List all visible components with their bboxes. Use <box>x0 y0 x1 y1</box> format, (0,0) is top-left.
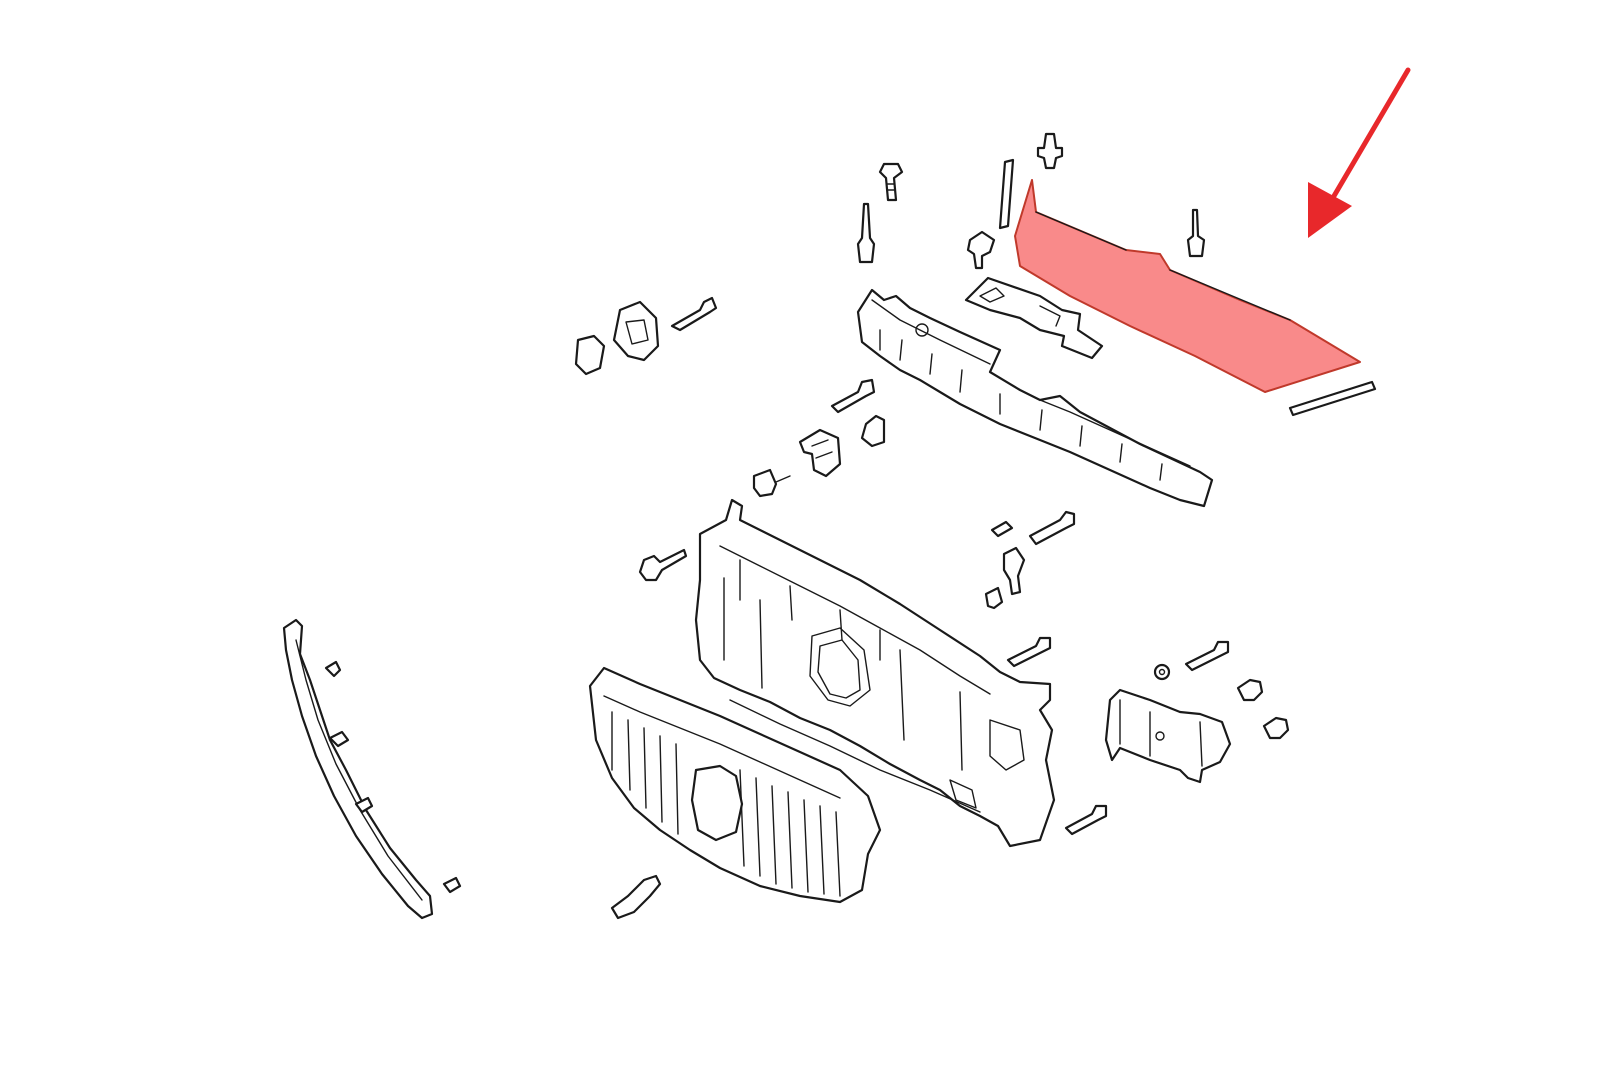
side-deflector-bracket <box>1104 688 1232 784</box>
center-bracket <box>798 428 842 478</box>
small-bracket <box>860 414 886 448</box>
clip-icon <box>984 586 1004 610</box>
lower-seal-strip <box>1288 380 1377 417</box>
radiator-support-frame <box>694 498 1056 848</box>
small-bracket <box>1002 546 1026 596</box>
clip-icon <box>990 520 1014 538</box>
clip-icon <box>752 468 791 498</box>
sensor-cover <box>574 300 660 376</box>
grille-molding <box>282 618 462 920</box>
clip-icon <box>610 874 662 920</box>
bolt-icon <box>1028 510 1076 546</box>
bolt-icon <box>856 202 876 264</box>
mounting-plate <box>964 276 1104 360</box>
bolt-icon <box>670 296 718 332</box>
side-seal-strip <box>998 158 1015 230</box>
red-arrow-icon <box>1308 67 1411 238</box>
upper-radiator-brace <box>856 288 1214 508</box>
bolt-icon <box>638 548 688 582</box>
washer-icon <box>1153 663 1171 681</box>
bolt-icon <box>1036 132 1064 170</box>
bolt-icon <box>1064 804 1108 836</box>
clip-icon <box>1262 716 1290 740</box>
bolt-icon <box>1186 208 1206 258</box>
highlighted-upper-seal-panel[interactable] <box>1014 179 1361 393</box>
bolt-icon <box>830 378 876 414</box>
clip-icon <box>966 230 996 270</box>
bolt-icon <box>1006 636 1052 668</box>
front-grille <box>588 666 882 904</box>
bolt-icon <box>878 162 904 202</box>
bolt-icon <box>1184 640 1230 672</box>
clip-icon <box>1236 678 1264 702</box>
